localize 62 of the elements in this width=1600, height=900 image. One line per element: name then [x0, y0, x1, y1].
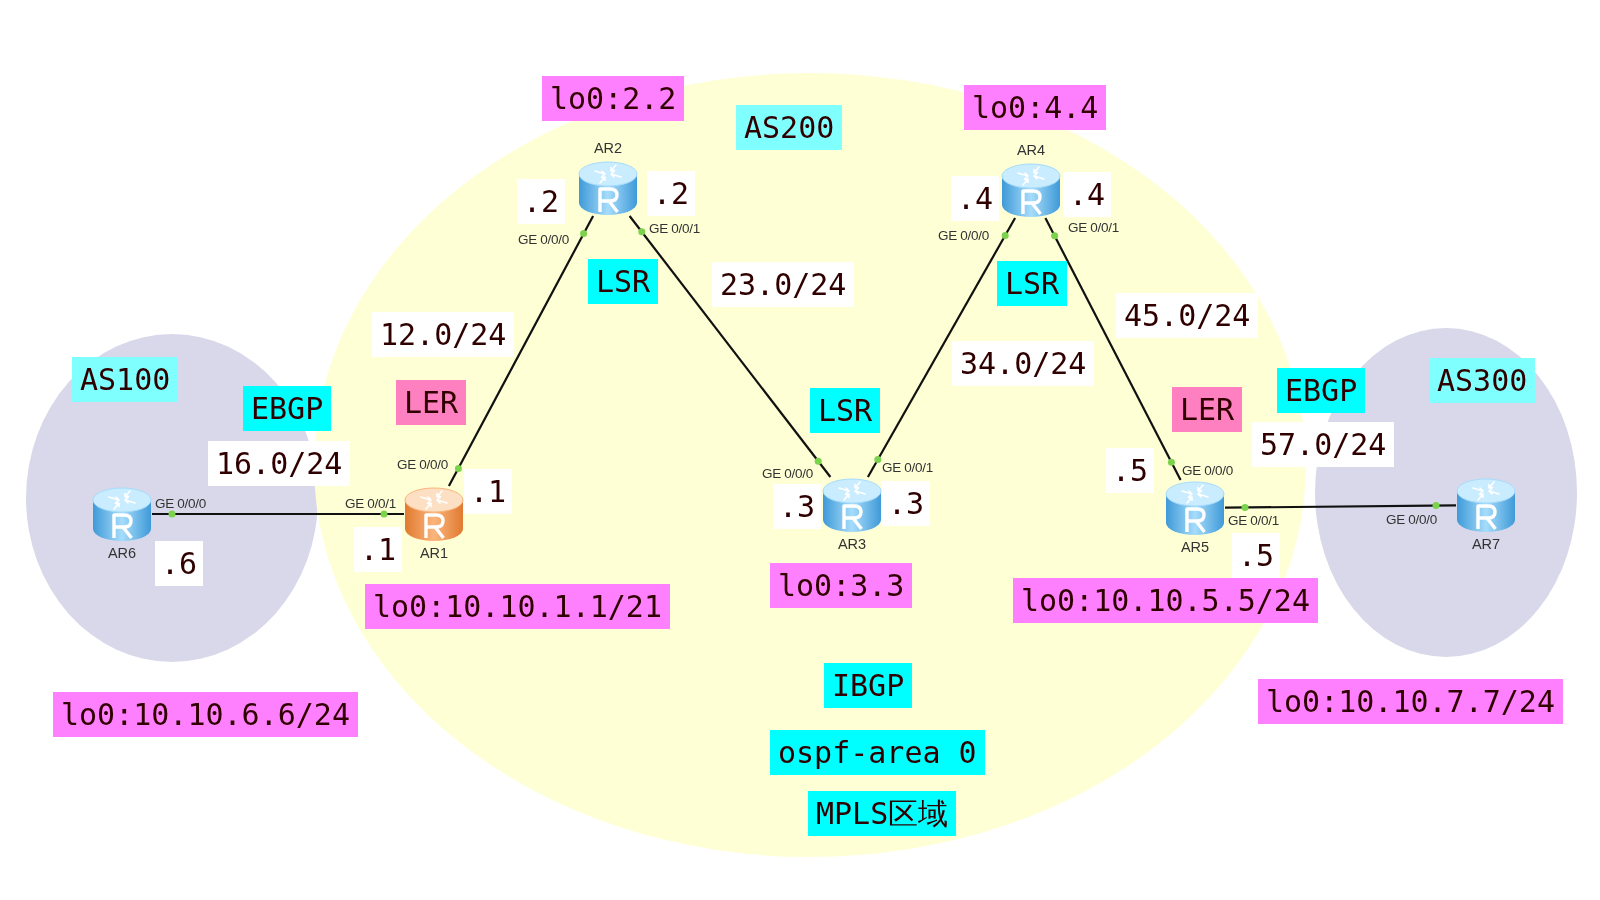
interface-label: GE 0/0/1 — [1068, 220, 1119, 235]
role-tag: LSR — [588, 259, 659, 304]
ip-label: .4 — [951, 176, 1000, 221]
role-tag: LSR — [997, 261, 1068, 306]
ip-label: .3 — [882, 481, 931, 526]
interface-label: GE 0/0/0 — [762, 466, 813, 481]
link-line — [866, 217, 1017, 478]
edge-label: 57.0/24 — [1252, 422, 1395, 467]
interface-label: GE 0/0/1 — [345, 496, 396, 511]
interface-label: GE 0/0/0 — [1386, 512, 1437, 527]
role-tag: LER — [1172, 387, 1243, 432]
as-label: AS100 — [72, 357, 179, 402]
ip-label: .2 — [517, 179, 566, 224]
link-line — [628, 215, 832, 478]
protocol-tag: EBGP — [1277, 368, 1366, 413]
interface-label: GE 0/0/0 — [1182, 463, 1233, 478]
loopback-tag: lo0:3.3 — [770, 563, 913, 608]
interface-label: GE 0/0/0 — [938, 228, 989, 243]
interface-label: GE 0/0/1 — [649, 221, 700, 236]
edge-label: 16.0/24 — [208, 441, 351, 486]
loopback-tag: lo0:10.10.5.5/24 — [1013, 578, 1318, 623]
loopback-tag: lo0:2.2 — [542, 76, 685, 121]
router-name: AR1 — [419, 546, 449, 561]
link-line — [152, 512, 404, 516]
ip-label: .6 — [155, 541, 204, 586]
router-name: AR4 — [1016, 143, 1046, 158]
interface-label: GE 0/0/0 — [518, 232, 569, 247]
edge-label: 12.0/24 — [372, 312, 515, 357]
link-line — [1044, 217, 1182, 481]
interface-label: GE 0/0/0 — [155, 496, 206, 511]
link-line — [447, 215, 595, 487]
router-name: AR6 — [107, 546, 137, 561]
loopback-tag: lo0:10.10.7.7/24 — [1258, 679, 1563, 724]
edge-label: 45.0/24 — [1116, 293, 1259, 338]
ip-label: .1 — [354, 527, 403, 572]
role-tag: LER — [396, 380, 467, 425]
ip-label: .4 — [1063, 172, 1112, 217]
loopback-tag: lo0:4.4 — [964, 85, 1107, 130]
loopback-tag: lo0:10.10.1.1/21 — [365, 584, 670, 629]
loopback-tag: lo0:10.10.6.6/24 — [53, 692, 358, 737]
ip-label: .1 — [464, 469, 513, 514]
protocol-tag: MPLS区域 — [808, 791, 957, 836]
protocol-tag: EBGP — [243, 386, 332, 431]
link-line — [1225, 504, 1456, 509]
edge-label: 23.0/24 — [712, 262, 855, 307]
interface-label: GE 0/0/0 — [397, 457, 448, 472]
ip-label: .5 — [1106, 448, 1155, 493]
interface-label: GE 0/0/1 — [882, 460, 933, 475]
ip-label: .5 — [1232, 533, 1281, 578]
role-tag: LSR — [810, 388, 881, 433]
as-label: AS200 — [736, 105, 843, 150]
router-name: AR2 — [593, 141, 623, 156]
protocol-tag: IBGP — [824, 663, 913, 708]
interface-label: GE 0/0/1 — [1228, 513, 1279, 528]
edge-label: 34.0/24 — [952, 341, 1095, 386]
ip-label: .3 — [773, 484, 822, 529]
router-name: AR3 — [837, 537, 867, 552]
router-name: AR7 — [1471, 537, 1501, 552]
ip-label: .2 — [647, 171, 696, 216]
protocol-tag: ospf-area 0 — [770, 730, 985, 775]
router-name: AR5 — [1180, 540, 1210, 555]
as-label: AS300 — [1429, 358, 1536, 403]
